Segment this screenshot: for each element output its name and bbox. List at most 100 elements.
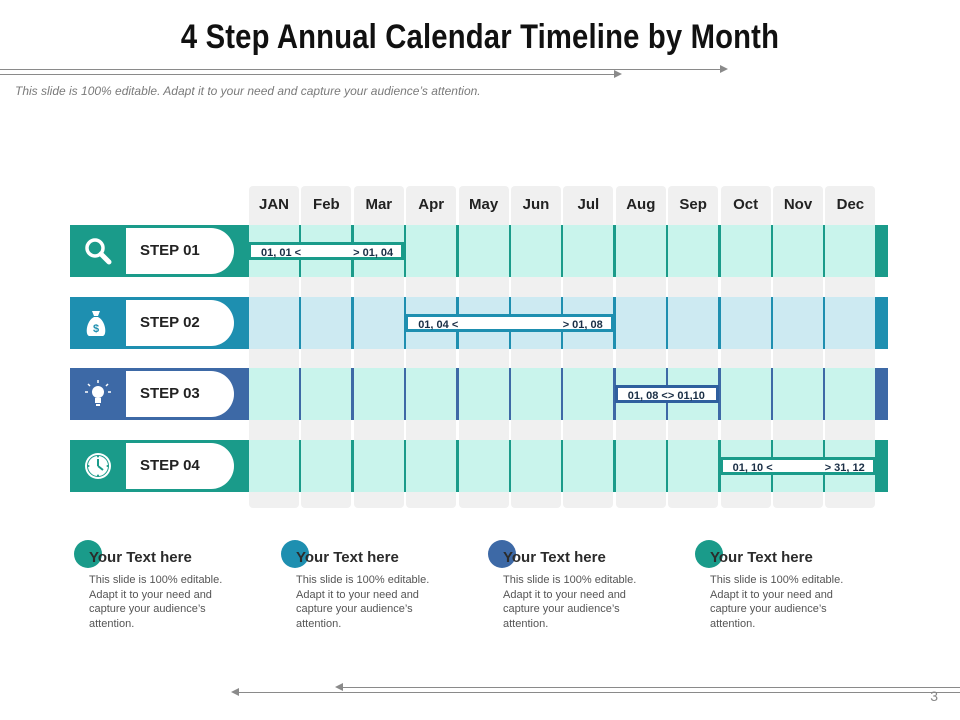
step-cell <box>353 440 404 492</box>
range-start: 01, 01 < <box>261 247 302 259</box>
note-body: This slide is 100% editable. Adapt it to… <box>89 574 223 630</box>
step-date-range: 01, 04 < > 01, 08 <box>405 314 614 332</box>
step-cell <box>301 368 352 420</box>
slide-subtitle: This slide is 100% editable. Adapt it to… <box>15 84 481 98</box>
note-heading: Your Text here <box>296 549 399 566</box>
step-band <box>249 225 876 277</box>
note-body: This slide is 100% editable. Adapt it to… <box>710 574 844 630</box>
step-cell <box>563 225 614 277</box>
note-bullet-dot <box>74 540 102 568</box>
step-cell <box>353 368 404 420</box>
month-label: Mar <box>365 196 393 213</box>
step-cell <box>353 297 404 349</box>
svg-text:$: $ <box>93 323 99 335</box>
step-band <box>249 368 876 420</box>
magnifier-icon <box>83 236 113 266</box>
note-body: This slide is 100% editable. Adapt it to… <box>503 574 637 630</box>
note-bullet-dot <box>488 540 516 568</box>
step-cell <box>406 225 457 277</box>
step-date-range: 01, 10 <> 31, 12 <box>719 457 876 475</box>
step-cell <box>773 225 823 277</box>
range-start: 01, 08 <> 01,10 <box>627 390 705 402</box>
arrow-left-icon <box>335 683 343 691</box>
month-label: May <box>469 196 499 213</box>
step-cell <box>458 368 509 420</box>
step-cell <box>773 368 823 420</box>
month-label: Nov <box>783 196 813 213</box>
step-cell <box>511 368 561 420</box>
arrow-right-icon <box>720 65 728 73</box>
page-number: 3 <box>930 688 938 704</box>
step-cell <box>825 368 876 420</box>
step-label: STEP 01 <box>140 242 200 259</box>
step-icon-box: $ <box>70 297 126 349</box>
note-body: This slide is 100% editable. Adapt it to… <box>296 574 430 630</box>
step-cell <box>249 368 299 420</box>
step-cell <box>615 225 666 277</box>
step-cell <box>668 297 719 349</box>
step-cell <box>720 297 771 349</box>
slide-title: 4 Step Annual Calendar Timeline by Month <box>180 18 780 56</box>
month-label: JAN <box>258 196 289 213</box>
step-label: STEP 04 <box>140 457 200 474</box>
step-date-range: 01, 08 <> 01,10 <box>614 385 719 403</box>
arrow-right-icon <box>614 70 622 78</box>
top-divider-line <box>0 69 722 70</box>
step-icon-box <box>70 368 126 420</box>
lightbulb-icon <box>83 379 113 409</box>
money-bag-icon: $ <box>83 308 109 338</box>
step-cell <box>458 225 509 277</box>
step-cell <box>301 297 352 349</box>
month-label: Aug <box>626 196 656 213</box>
bottom-divider-line-2 <box>238 692 960 693</box>
note-heading: Your Text here <box>89 549 192 566</box>
step-cell <box>563 440 614 492</box>
step-cell <box>406 368 457 420</box>
step-cell <box>720 225 771 277</box>
step-label-pill: STEP 02 <box>126 300 234 346</box>
step-cell <box>720 368 771 420</box>
month-label: Jun <box>522 196 550 213</box>
top-divider-line-2 <box>0 74 616 75</box>
month-label: Oct <box>733 196 759 213</box>
range-end: > 31, 12 <box>824 462 865 474</box>
range-end: > 01, 08 <box>562 319 603 331</box>
range-start: 01, 04 < <box>418 319 459 331</box>
step-cell <box>249 297 299 349</box>
step-cell <box>301 440 352 492</box>
step-cell <box>825 225 876 277</box>
month-label: Apr <box>418 196 445 213</box>
month-label: Dec <box>836 196 865 213</box>
step-cell <box>773 297 823 349</box>
step-label-pill: STEP 01 <box>126 228 234 274</box>
step-label-pill: STEP 03 <box>126 371 234 417</box>
note-heading: Your Text here <box>503 549 606 566</box>
step-cell <box>249 440 299 492</box>
step-date-range: 01, 01 < > 01, 04 <box>248 242 405 260</box>
step-label: STEP 02 <box>140 314 200 331</box>
step-cell <box>511 440 561 492</box>
step-label-pill: STEP 04 <box>126 443 234 489</box>
step-band <box>249 440 876 492</box>
step-cell <box>511 225 561 277</box>
step-cell <box>563 368 614 420</box>
step-cell <box>668 440 719 492</box>
arrow-left-icon <box>231 688 239 696</box>
step-cell <box>668 225 719 277</box>
step-cell <box>406 440 457 492</box>
range-end: > 01, 04 <box>353 247 394 259</box>
month-label: Jul <box>577 196 600 213</box>
clock-icon <box>83 451 113 481</box>
note-heading: Your Text here <box>710 549 813 566</box>
step-cell <box>825 297 876 349</box>
step-cell <box>615 297 666 349</box>
bottom-divider-line <box>340 687 960 688</box>
month-label: Feb <box>313 196 340 213</box>
step-icon-box <box>70 440 126 492</box>
step-icon-box <box>70 225 126 277</box>
step-label: STEP 03 <box>140 385 200 402</box>
step-band <box>249 297 876 349</box>
note-bullet-dot <box>695 540 723 568</box>
step-cell <box>615 440 666 492</box>
step-cell <box>458 440 509 492</box>
